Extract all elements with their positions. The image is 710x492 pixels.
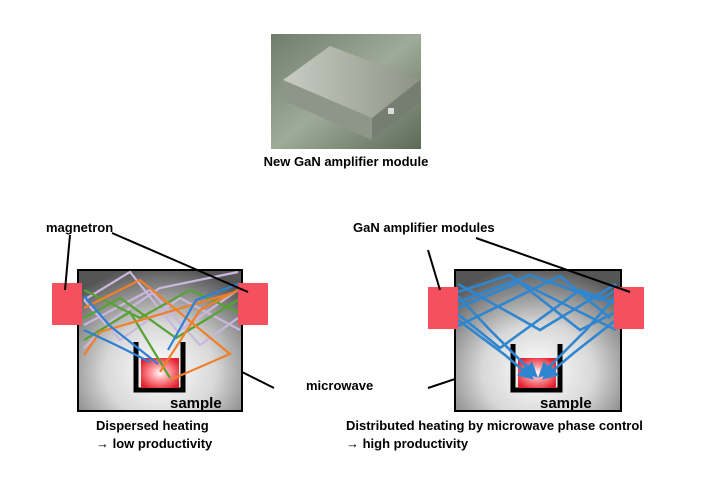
magnetron-label: magnetron	[46, 220, 113, 235]
microwave-label: microwave	[306, 378, 373, 393]
module-caption: New GaN amplifier module	[264, 154, 429, 169]
left-rays-orange	[83, 278, 239, 382]
right-caption-line2: → high productivity	[346, 436, 469, 451]
gan-pointer-b	[475, 237, 631, 293]
right-caption-line1: Distributed heating by microwave phase c…	[346, 418, 643, 433]
right-sample-label: sample	[540, 395, 592, 412]
gan-block-right	[614, 287, 644, 329]
left-sample-label: sample	[170, 395, 222, 412]
gan-block-left	[428, 287, 458, 329]
gan-pointer-a	[427, 249, 441, 291]
microwave-pointer-left	[241, 371, 275, 389]
left-caption-line2: → low productivity	[96, 436, 213, 451]
left-ray-lines	[83, 270, 241, 382]
magnetron-pointer-b	[111, 232, 249, 293]
left-rays-blue	[83, 282, 239, 365]
right-chamber: sample	[428, 269, 644, 412]
gan-module-photo	[271, 34, 421, 149]
gan-modules-label: GaN amplifier modules	[353, 220, 495, 235]
right-ray-lines	[457, 273, 617, 380]
magnetron-pointer-a	[64, 234, 71, 291]
left-caption-line1: Dispersed heating	[96, 418, 209, 433]
left-chamber: sample	[52, 269, 268, 412]
magnetron-block-left	[52, 283, 82, 325]
